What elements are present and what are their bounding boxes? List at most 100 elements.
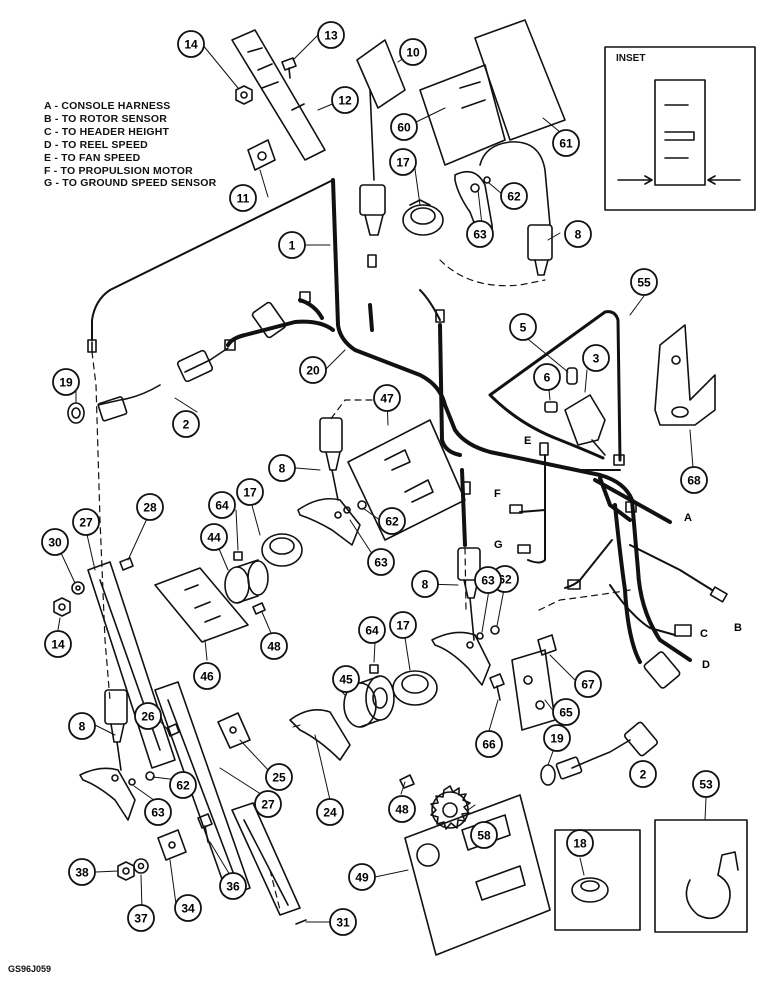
callout-28: 28 bbox=[136, 493, 164, 521]
callout-19: 19 bbox=[52, 368, 80, 396]
callout-61: 61 bbox=[552, 129, 580, 157]
callout-number: 27 bbox=[79, 516, 93, 530]
callout-circle bbox=[127, 904, 155, 932]
connector-letter-c: C bbox=[700, 628, 708, 640]
callout-number: 8 bbox=[422, 578, 429, 592]
callout-number: 63 bbox=[481, 574, 495, 588]
callout-number: 48 bbox=[267, 640, 281, 654]
legend-item-c: C - TO HEADER HEIGHT bbox=[44, 125, 170, 138]
callout-circle bbox=[509, 313, 537, 341]
callout-circle bbox=[388, 795, 416, 823]
callout-13: 13 bbox=[317, 21, 345, 49]
dashed-leaders bbox=[91, 259, 631, 911]
callout-number: 63 bbox=[473, 228, 487, 242]
part-62-top bbox=[483, 176, 491, 184]
callout-2: 2 bbox=[172, 410, 200, 438]
connectors-bcd bbox=[567, 579, 728, 689]
part-62-mid-washer bbox=[343, 506, 351, 514]
connector-letter-f: F bbox=[494, 488, 501, 500]
callout-65: 65 bbox=[552, 698, 580, 726]
part-3 bbox=[564, 394, 606, 456]
callout-circle bbox=[630, 268, 658, 296]
right-sensor-8 bbox=[457, 547, 481, 641]
lower-left-sensor-8 bbox=[104, 689, 128, 771]
callout-number: 37 bbox=[134, 912, 148, 926]
callout-63: 63 bbox=[474, 566, 502, 594]
callout-number: 67 bbox=[581, 678, 595, 692]
callout-circle bbox=[389, 611, 417, 639]
callout-circle bbox=[470, 821, 498, 849]
callout-14: 14 bbox=[177, 30, 205, 58]
part-63-lower-left bbox=[128, 778, 136, 786]
callout-number: 63 bbox=[374, 556, 388, 570]
callout-49: 49 bbox=[348, 863, 376, 891]
part-46-plate bbox=[154, 567, 249, 643]
callout-68: 68 bbox=[680, 466, 708, 494]
callout-number: 62 bbox=[385, 515, 399, 529]
callout-circle bbox=[193, 662, 221, 690]
callout-number: 1 bbox=[289, 239, 296, 253]
callout-circle bbox=[316, 798, 344, 826]
callout-number: 55 bbox=[637, 276, 651, 290]
callout-number: 68 bbox=[687, 474, 701, 488]
part-48-lower bbox=[399, 774, 415, 789]
callout-circle bbox=[144, 798, 172, 826]
part-60 bbox=[419, 64, 506, 166]
callout-circle bbox=[172, 410, 200, 438]
callout-number: 26 bbox=[141, 710, 155, 724]
callout-number: 66 bbox=[482, 738, 496, 752]
callout-62: 62 bbox=[169, 771, 197, 799]
callout-number: 60 bbox=[397, 121, 411, 135]
part-12-bracket bbox=[231, 29, 326, 161]
callout-25: 25 bbox=[265, 763, 293, 791]
callout-number: 3 bbox=[593, 352, 600, 366]
part-14-nut-top bbox=[235, 85, 253, 105]
callout-circle bbox=[500, 182, 528, 210]
callout-circle bbox=[278, 231, 306, 259]
callout-63: 63 bbox=[367, 548, 395, 576]
part-27-rail-lower bbox=[231, 802, 301, 916]
callout-number: 27 bbox=[261, 798, 275, 812]
callout-number: 44 bbox=[207, 531, 221, 545]
part-18-box bbox=[554, 829, 641, 931]
callout-19: 19 bbox=[543, 724, 571, 752]
connector-letter-a: A bbox=[684, 512, 692, 524]
middle-bracket bbox=[297, 497, 361, 546]
callout-circle bbox=[200, 523, 228, 551]
legend-item-b: B - TO ROTOR SENSOR bbox=[44, 112, 168, 125]
part-34-clip bbox=[157, 829, 187, 861]
callout-1: 1 bbox=[278, 231, 306, 259]
callout-circle bbox=[268, 454, 296, 482]
part-61 bbox=[474, 19, 566, 141]
callout-number: 62 bbox=[507, 190, 521, 204]
part-13-bolt bbox=[281, 57, 297, 79]
callout-number: 24 bbox=[323, 806, 337, 820]
callout-number: 53 bbox=[699, 778, 713, 792]
middle-sensor-8 bbox=[319, 417, 343, 501]
callout-number: 49 bbox=[355, 871, 369, 885]
callout-63: 63 bbox=[144, 798, 172, 826]
callout-number: 17 bbox=[243, 486, 257, 500]
callout-number: 13 bbox=[324, 29, 338, 43]
legend-item-f: F - TO PROPULSION MOTOR bbox=[44, 164, 193, 177]
callout-circle bbox=[134, 702, 162, 730]
callout-circle bbox=[629, 760, 657, 788]
part-49-plate bbox=[404, 794, 551, 956]
callout-38: 38 bbox=[68, 858, 96, 886]
wire-55 bbox=[488, 310, 622, 462]
callout-circle bbox=[543, 724, 571, 752]
lower-left-bracket bbox=[79, 767, 136, 821]
callout-circle bbox=[174, 894, 202, 922]
callout-11: 11 bbox=[229, 184, 257, 212]
part-30-washer bbox=[71, 581, 85, 595]
callout-58: 58 bbox=[470, 821, 498, 849]
callout-circle bbox=[219, 872, 247, 900]
callout-8: 8 bbox=[411, 570, 439, 598]
callout-number: 65 bbox=[559, 706, 573, 720]
callout-number: 19 bbox=[550, 732, 564, 746]
callout-circle bbox=[72, 508, 100, 536]
callout-53: 53 bbox=[692, 770, 720, 798]
callout-number: 11 bbox=[237, 192, 250, 206]
callout-circle bbox=[466, 220, 494, 248]
callout-number: 34 bbox=[181, 902, 195, 916]
